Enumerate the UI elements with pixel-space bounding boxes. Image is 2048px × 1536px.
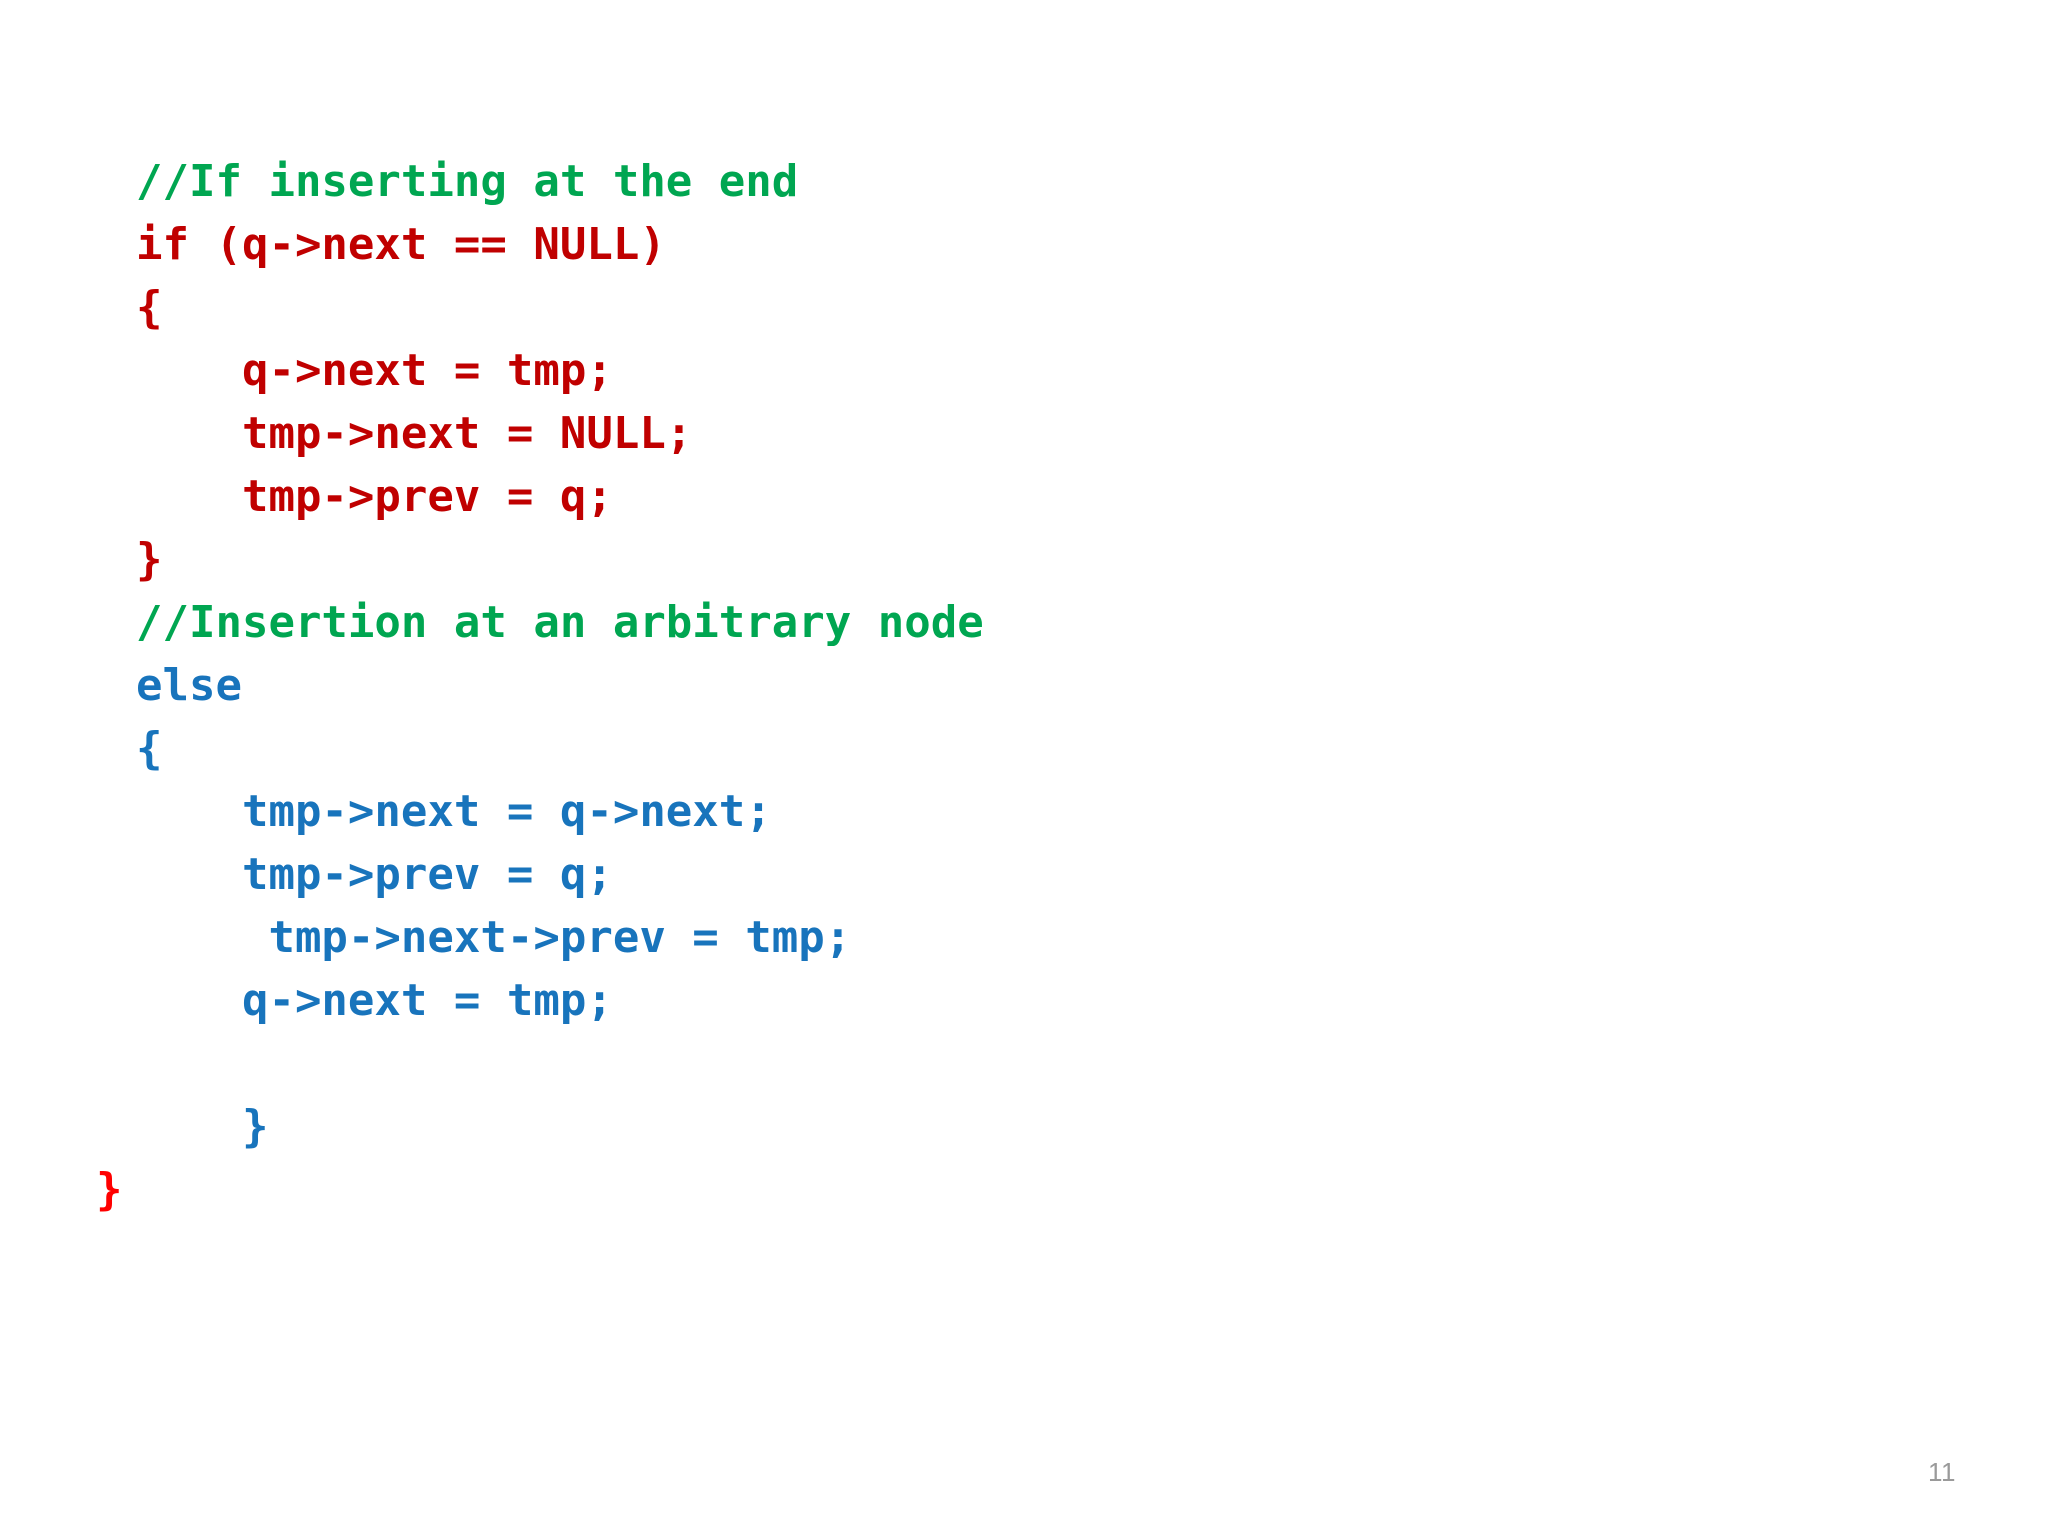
code-line: else: [136, 660, 242, 711]
code-line-blank: [136, 1032, 1836, 1095]
code-line: {: [136, 282, 163, 333]
code-listing: //If inserting at the end if (q->next == …: [96, 150, 1836, 1221]
code-line: //If inserting at the end: [136, 156, 799, 207]
code-line: }: [136, 1101, 269, 1152]
code-line: q->next = tmp;: [136, 345, 613, 396]
code-line: {: [136, 723, 163, 774]
code-line: tmp->next->prev = tmp;: [136, 912, 852, 963]
code-line: tmp->next = q->next;: [136, 786, 772, 837]
page-number: 11: [1928, 1457, 1956, 1487]
code-line: if (q->next == NULL): [136, 219, 666, 270]
code-line: }: [96, 1164, 123, 1215]
code-line: q->next = tmp;: [136, 975, 613, 1026]
code-line: tmp->next = NULL;: [136, 408, 693, 459]
code-line: tmp->prev = q;: [136, 471, 613, 522]
code-line: tmp->prev = q;: [136, 849, 613, 900]
code-line: //Insertion at an arbitrary node: [136, 597, 984, 648]
code-line: }: [136, 534, 163, 585]
